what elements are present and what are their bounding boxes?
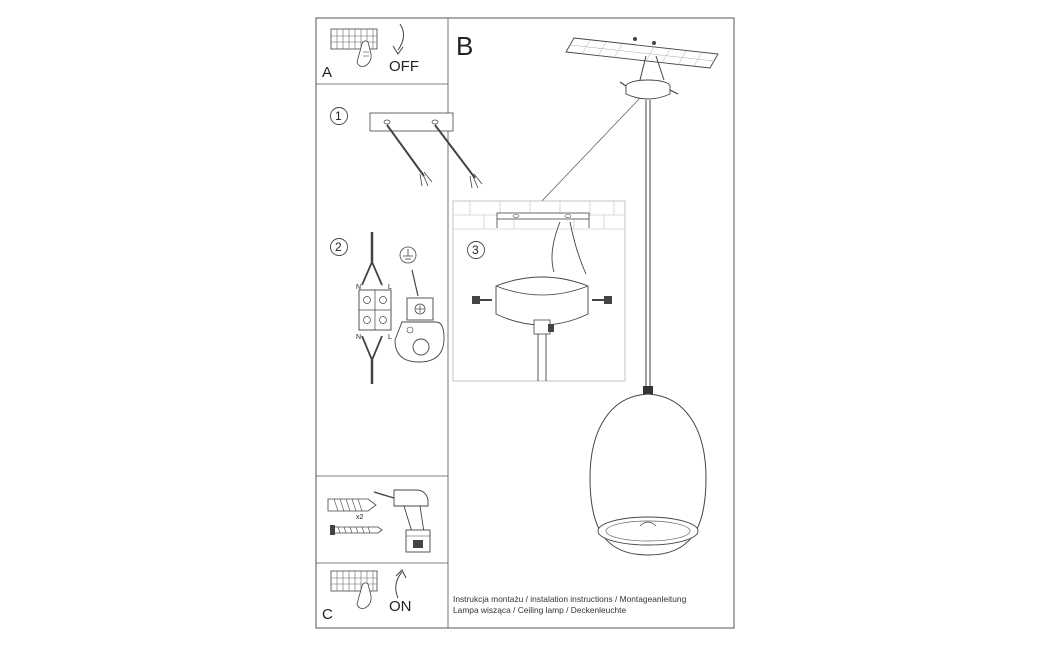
detail-canopy-mounting [452, 200, 626, 382]
wire-label-l-bottom: L [388, 334, 392, 341]
step-3-badge [467, 241, 485, 259]
screw-icon [330, 525, 383, 535]
wire-label-l-top: L [388, 284, 392, 291]
electric-drill-icon [373, 489, 431, 553]
step-1-badge [330, 107, 348, 125]
power-switch-on-icon [330, 569, 407, 609]
lamp-shade [589, 386, 707, 556]
step-2-number: 2 [335, 240, 342, 254]
caption-line-1: Instrukcja montażu / instalation instruc… [453, 594, 687, 604]
step-2-badge [330, 238, 348, 256]
canopy [619, 79, 679, 100]
panel-c-action: ON [389, 598, 412, 615]
ceiling-mounting-plate [565, 37, 719, 81]
panel-a-action: OFF [389, 58, 419, 75]
wire-label-n-top: N [356, 284, 362, 291]
wire-label-n-bottom: N [356, 334, 362, 341]
caption-line-2: Lampa wisząca / Ceiling lamp / Deckenleu… [453, 605, 627, 615]
ground-symbol-icon [399, 246, 417, 264]
panel-b-letter: B [456, 31, 474, 61]
step-3-number: 3 [472, 243, 479, 257]
terminal-block [358, 232, 392, 384]
power-switch-off-icon [330, 23, 404, 67]
mounting-bracket-with-wires [369, 112, 483, 189]
wall-plug-icon [327, 498, 377, 512]
panel-a-letter: A [322, 64, 333, 81]
step-1-number: 1 [335, 109, 342, 123]
panel-c-letter: C [322, 606, 333, 623]
fixings-multiplier: x2 [356, 514, 364, 521]
ground-connector [394, 269, 445, 363]
